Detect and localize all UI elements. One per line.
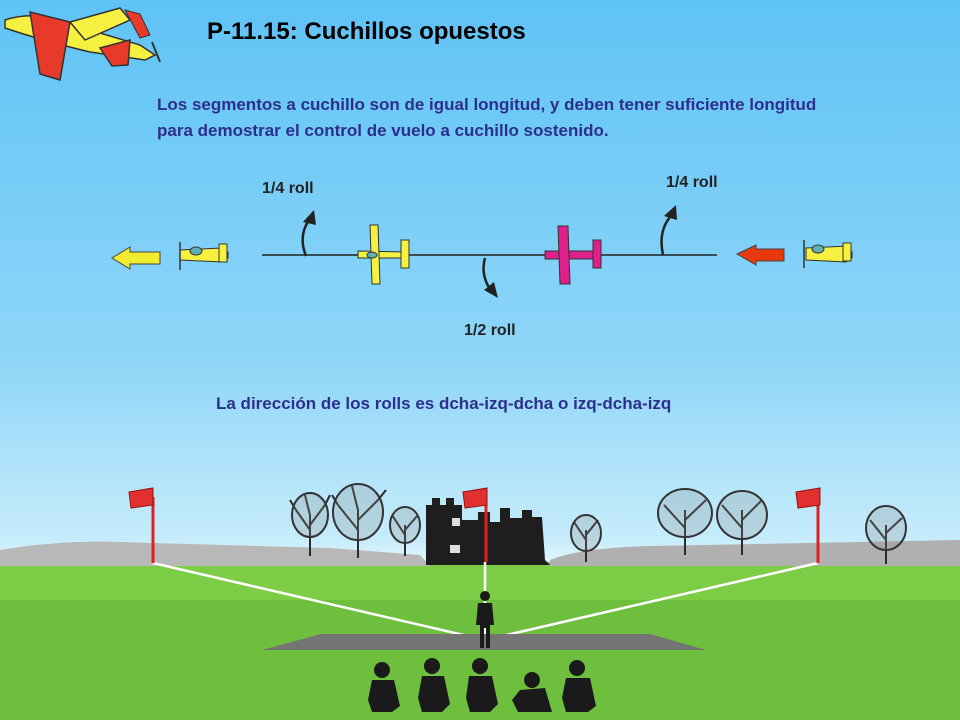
quarter-roll-left-label: 1/4 roll xyxy=(262,180,314,197)
judge-icon xyxy=(368,662,400,712)
entry-arrow-icon xyxy=(735,244,785,266)
tree-icon xyxy=(865,505,907,564)
flag-right xyxy=(795,487,821,563)
half-roll-label: 1/2 roll xyxy=(464,322,516,339)
plane-knife-edge-yellow-icon xyxy=(357,224,411,285)
description-text: Los segmentos a cuchillo son de igual lo… xyxy=(157,95,817,140)
exit-arrow-icon xyxy=(111,246,161,270)
judge-icon xyxy=(512,672,552,712)
plane-exit-icon xyxy=(179,242,229,270)
quarter-roll-right-label: 1/4 roll xyxy=(666,174,718,191)
castle-ruin-icon xyxy=(426,498,550,565)
hill-left xyxy=(0,541,430,566)
pilot-icon xyxy=(476,591,494,648)
tree-icon xyxy=(570,514,602,562)
flag-left xyxy=(128,487,155,563)
tree-icon xyxy=(657,488,713,555)
tree-icon xyxy=(331,483,387,558)
judge-icon xyxy=(466,658,498,712)
flag-center xyxy=(462,487,488,562)
plane-knife-edge-magenta-icon xyxy=(544,225,603,285)
logo-airplane-icon xyxy=(4,7,161,81)
direction-note: La dirección de los rolls es dcha-izq-dc… xyxy=(216,394,672,413)
roll-arrowheads xyxy=(303,205,677,298)
page-title: P-11.15: Cuchillos opuestos xyxy=(207,18,526,45)
quarter-roll-right-arrow xyxy=(660,216,671,256)
judges-group xyxy=(368,658,596,712)
hill-right xyxy=(550,540,960,566)
tree-icon xyxy=(389,506,421,556)
tree-icon xyxy=(289,492,331,556)
judge-icon xyxy=(418,658,450,712)
tree-group xyxy=(289,483,907,564)
tree-icon xyxy=(716,490,768,555)
plane-entry-icon xyxy=(803,240,853,268)
quarter-roll-left-arrow xyxy=(301,219,311,257)
judge-icon xyxy=(562,660,596,712)
